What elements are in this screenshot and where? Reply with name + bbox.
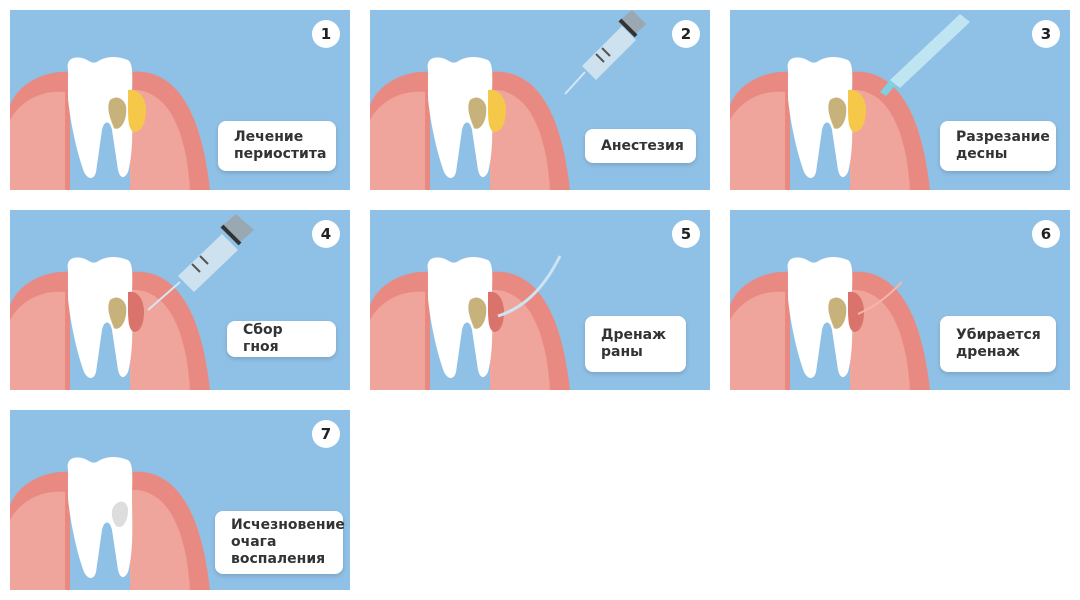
step-label: Дренаж раны [585, 316, 686, 372]
step-number-badge: 7 [312, 420, 340, 448]
step-panel-3: 3 Разрезание десны [730, 10, 1070, 190]
syringe-icon [564, 10, 646, 95]
syringe-icon [147, 214, 254, 311]
step-number-badge: 5 [672, 220, 700, 248]
step-panel-4: 4 Сбор гноя [10, 210, 350, 390]
step-panel-7: 7 Исчезновение очага воспаления [10, 410, 350, 590]
step-label: Исчезновение очага воспаления [215, 511, 345, 574]
step-number-badge: 4 [312, 220, 340, 248]
step-panel-1: 1 Лечение периостита [10, 10, 350, 190]
step-label: Убирается дренаж [940, 316, 1056, 372]
step-panel-2: 2 Анестезия [370, 10, 710, 190]
step-label: Разрезание десны [940, 121, 1056, 171]
step-label: Лечение периостита [218, 121, 336, 171]
step-label: Сбор гноя [227, 321, 336, 357]
gum-tooth-illustration [10, 57, 210, 190]
step-number-badge: 1 [312, 20, 340, 48]
step-number-badge: 3 [1032, 20, 1060, 48]
gum-tooth-illustration [730, 257, 930, 390]
drainage-tube-icon [497, 255, 562, 318]
step-panel-5: 5 Дренаж раны [370, 210, 710, 390]
step-number-badge: 6 [1032, 220, 1060, 248]
gum-tooth-illustration [370, 255, 570, 390]
step-number-badge: 2 [672, 20, 700, 48]
gum-tooth-illustration [10, 457, 210, 590]
gum-tooth-illustration [10, 214, 254, 390]
scalpel-icon [880, 14, 970, 96]
gum-tooth-illustration [730, 14, 970, 190]
gum-tooth-illustration [370, 10, 646, 190]
step-label: Анестезия [585, 129, 696, 163]
step-panel-6: 6 Убирается дренаж [730, 210, 1070, 390]
